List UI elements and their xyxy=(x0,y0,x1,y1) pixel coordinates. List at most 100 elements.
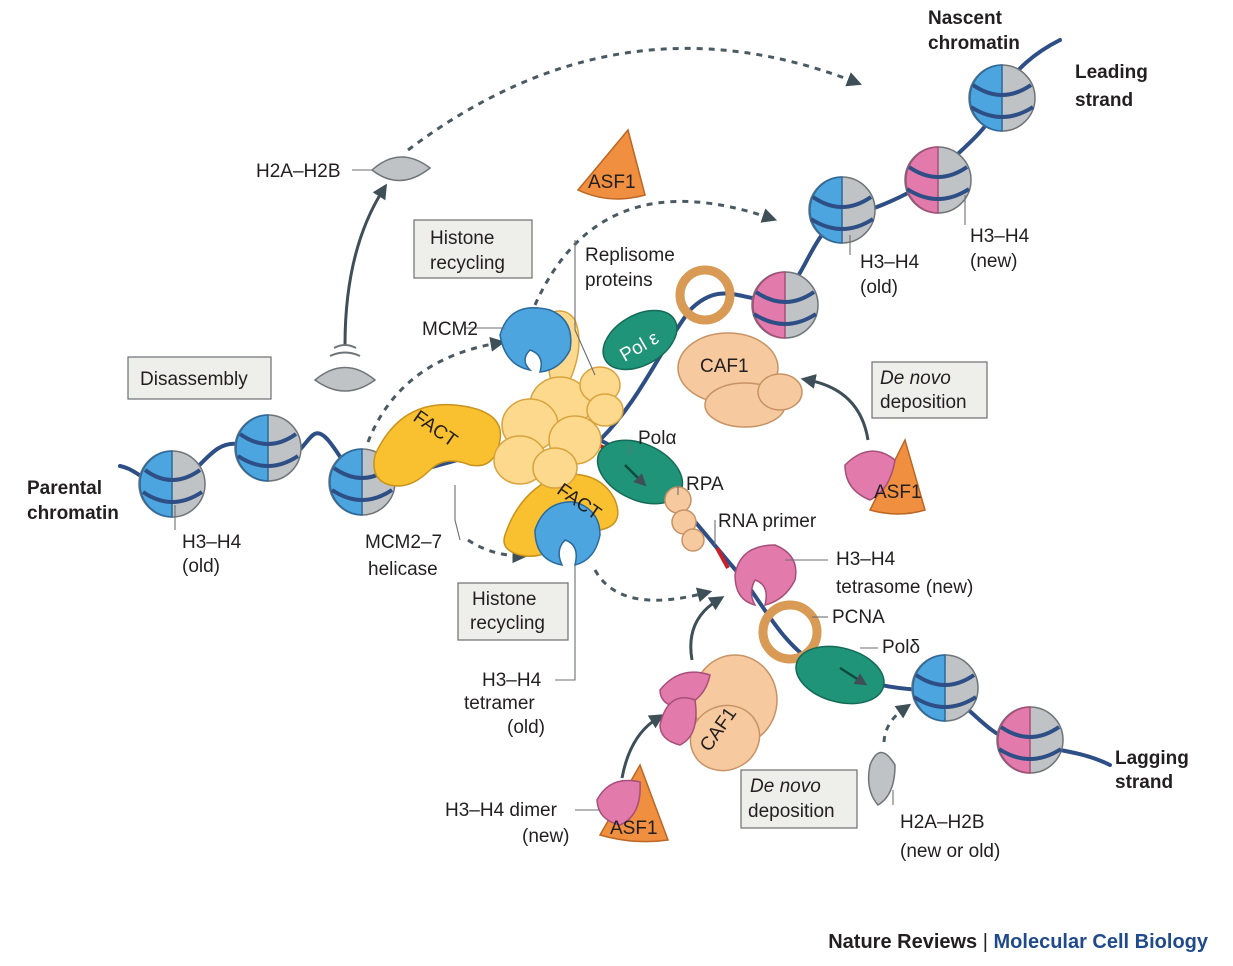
pcna-bottom xyxy=(758,600,822,664)
asf1-right-label: ASF1 xyxy=(874,482,922,503)
h2a-h2b-bottom-label-2: (new or old) xyxy=(900,841,1000,862)
lagging-strand-label-2: strand xyxy=(1115,772,1173,793)
histone-recycling-bottom-label-1: Histone xyxy=(472,589,536,610)
parental-chromatin-label-2: chromatin xyxy=(27,503,119,524)
disassembly-label: Disassembly xyxy=(140,369,248,390)
leading-strand-label-2: strand xyxy=(1075,90,1133,111)
replisome-label-2: proteins xyxy=(585,270,653,291)
histone-recycling-top-label-1: Histone xyxy=(430,228,494,249)
de-novo-bottom-box xyxy=(740,769,858,829)
asf1-bottom-dimer xyxy=(596,779,641,826)
h3h4-top-leaders xyxy=(849,195,966,255)
parental-nucleosome-1 xyxy=(138,450,206,518)
rna-primer-label: RNA primer xyxy=(718,511,817,532)
footer-publisher: Nature Reviews xyxy=(828,931,977,953)
de-novo-top-arrow xyxy=(800,374,870,441)
tetramer-leader xyxy=(555,565,576,681)
histone-recycling-top-arrow xyxy=(533,199,778,306)
pcna-top xyxy=(675,265,735,325)
footer-credit: Nature Reviews | Molecular Cell Biology xyxy=(828,931,1209,953)
lagging-nucleosome-pink xyxy=(996,706,1064,774)
asf1-right-dimer xyxy=(844,450,896,501)
caf1-bottom-dimer-2 xyxy=(659,697,697,746)
tetramer-label-1: H3–H4 xyxy=(482,670,542,691)
de-novo-top-box xyxy=(871,361,988,419)
disassembly-box xyxy=(127,356,272,400)
caf1-tetrasome-arrow xyxy=(689,596,725,661)
pol-alpha-label: Polα xyxy=(638,428,676,449)
lagging-strand-label-1: Lagging xyxy=(1115,748,1189,769)
asf1-top xyxy=(576,128,646,200)
de-novo-top-label-2: deposition xyxy=(880,392,967,413)
tetrasome-label-1: H3–H4 xyxy=(836,549,896,570)
mcm2-7-label-2: helicase xyxy=(368,559,438,580)
de-novo-top-label-1: De novo xyxy=(880,368,951,389)
mcm2-7-leader xyxy=(454,485,461,541)
histone-recycling-bottom-box xyxy=(457,582,569,641)
histone-recycling-top-box xyxy=(413,219,533,279)
h3h4-new-top-label-2: (new) xyxy=(970,251,1018,272)
caf1-top xyxy=(677,332,803,428)
h2a-h2b-bottom-shape xyxy=(867,751,896,806)
dimer-label-1: H3–H4 dimer xyxy=(445,800,558,821)
lagging-nucleosome-blue xyxy=(911,654,979,722)
histone-recycling-bottom-label-2: recycling xyxy=(470,613,545,634)
caf1-bottom xyxy=(689,654,778,772)
disassembly-motion-icon xyxy=(329,344,361,357)
pcna-label: PCNA xyxy=(832,607,885,628)
nascent-chromatin-label-1: Nascent xyxy=(928,8,1003,29)
pol-epsilon xyxy=(602,309,678,371)
disassembly-arrow xyxy=(343,183,388,346)
rpa-label: RPA xyxy=(686,474,724,495)
h3h4-tetrasome-new xyxy=(734,544,797,607)
fact-recycle-arrow xyxy=(467,538,528,564)
footer-separator: | xyxy=(983,931,994,953)
pol-delta-label: Polδ xyxy=(882,637,920,658)
pol-alpha-direction-icon xyxy=(624,464,647,487)
h2a-h2b-top-shape xyxy=(370,156,432,182)
h2a-h2b-deposition-arrow xyxy=(882,703,912,743)
dimer-label-2: (new) xyxy=(522,826,570,847)
h2a-h2b-disassembled-shape xyxy=(313,366,377,392)
leading-strand-label-1: Leading xyxy=(1075,62,1148,83)
h2a-h2b-recycle-arrow xyxy=(407,46,862,152)
fact-top xyxy=(373,403,502,487)
pol-delta-direction-icon xyxy=(839,666,868,686)
asf1-top-label: ASF1 xyxy=(588,172,636,193)
caf1-bottom-dimer-1 xyxy=(659,671,711,709)
mcm2-histone xyxy=(499,307,572,373)
tetrasome-label-2: tetrasome (new) xyxy=(836,577,973,598)
parental-nucleosome-2 xyxy=(234,414,302,482)
asf1-bottom-label: ASF1 xyxy=(610,818,658,839)
mcm2-7-label-1: MCM2–7 xyxy=(365,532,442,553)
replisome-leader xyxy=(574,240,596,376)
histone-recycling-top-label-2: recycling xyxy=(430,253,505,274)
nascent-chromatin-label-2: chromatin xyxy=(928,33,1020,54)
asf1-to-caf1-arrow xyxy=(620,714,665,779)
footer-journal: Molecular Cell Biology xyxy=(994,931,1209,953)
de-novo-bottom-label-2: deposition xyxy=(748,801,835,822)
asf1-right xyxy=(868,437,926,515)
mcm2-recycle-arrow xyxy=(366,336,506,443)
h3h4-parental-label-2: (old) xyxy=(182,556,220,577)
h3h4-parental-label-1: H3–H4 xyxy=(182,532,242,553)
tetramer-label-3: (old) xyxy=(507,717,545,738)
leading-nucleosome-blue-1 xyxy=(808,176,876,244)
h3h4-old-top-label-1: H3–H4 xyxy=(860,252,920,273)
leading-nucleosome-pink-2 xyxy=(904,146,972,214)
de-novo-bottom-label-1: De novo xyxy=(750,776,821,797)
histone-recycling-bottom-arrow xyxy=(593,569,713,603)
leading-nucleosome-blue-2 xyxy=(968,64,1036,132)
replisome-label-1: Replisome xyxy=(585,245,675,266)
rna-primer-bottom xyxy=(715,547,730,569)
pol-delta xyxy=(795,645,885,705)
h3h4-old-top-label-2: (old) xyxy=(860,277,898,298)
parental-chromatin-label-1: Parental xyxy=(27,478,102,499)
leading-nucleosome-pink-1 xyxy=(751,271,819,339)
tetramer-label-2: tetramer xyxy=(464,693,535,714)
mcm2-label: MCM2 xyxy=(422,319,478,340)
rpa xyxy=(664,486,705,552)
h2a-h2b-bottom-label-1: H2A–H2B xyxy=(900,812,985,833)
h2a-h2b-top-label: H2A–H2B xyxy=(256,161,341,182)
